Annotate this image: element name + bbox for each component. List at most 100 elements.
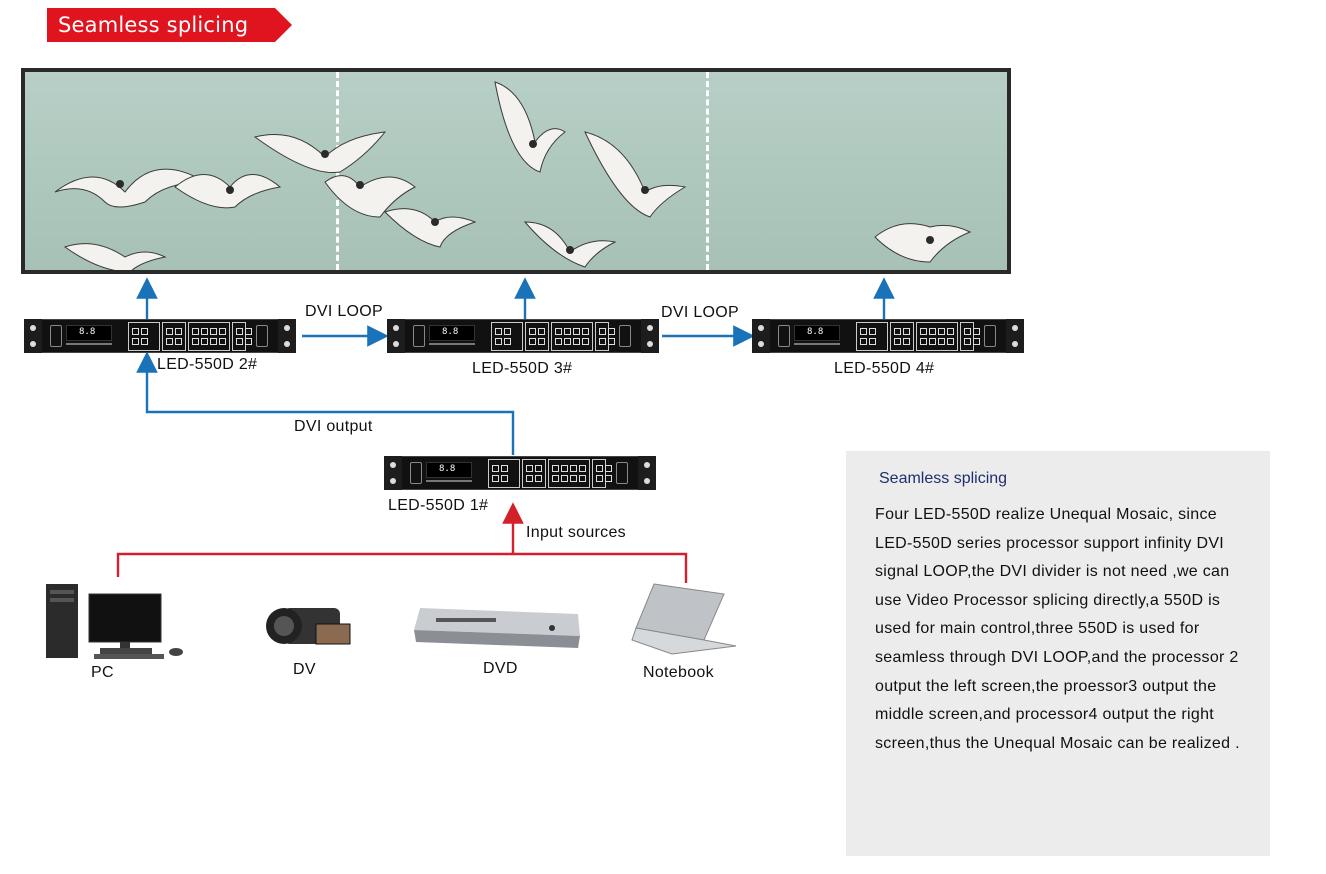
panel-button-icon — [495, 338, 502, 345]
input-sources-label: Input sources — [526, 524, 626, 541]
led-display: 8.8 — [66, 325, 112, 341]
source-label: PC — [91, 664, 114, 681]
panel-button-icon — [579, 475, 586, 482]
panel-button-icon — [964, 328, 971, 335]
panel-button-icon — [573, 338, 580, 345]
panel-button-icon — [920, 328, 927, 335]
brand-strip — [429, 343, 475, 345]
panel-button-icon — [132, 338, 139, 345]
brand-strip — [426, 480, 472, 482]
panel-button-icon — [599, 328, 606, 335]
panel-button-icon — [605, 465, 612, 472]
panel-button-icon — [564, 328, 571, 335]
panel-button-icon — [175, 338, 182, 345]
splice-divider — [706, 72, 709, 270]
panel-button-icon — [538, 338, 545, 345]
panel-button-icon — [555, 338, 562, 345]
panel-button-icon — [132, 328, 139, 335]
panel-button-icon — [219, 338, 226, 345]
button-panel — [960, 322, 980, 351]
panel-button-icon — [236, 338, 243, 345]
dvi-output-arrow — [136, 351, 515, 455]
display-readout: 8.8 — [79, 327, 96, 337]
button-panel — [551, 322, 593, 351]
panel-button-icon — [192, 328, 199, 335]
processor-led-550d-2: 8.8 — [24, 319, 296, 353]
button-panel — [522, 459, 546, 488]
panel-button-icon — [504, 338, 511, 345]
panel-button-icon — [596, 465, 603, 472]
panel-button-icon — [192, 338, 199, 345]
panel-button-icon — [938, 338, 945, 345]
panel-button-icon — [201, 328, 208, 335]
display-readout: 8.8 — [439, 464, 456, 474]
rack-ear — [638, 456, 656, 490]
device-label: LED-550D 3# — [472, 360, 573, 377]
panel-button-icon — [894, 328, 901, 335]
source-label: DV — [293, 661, 316, 678]
panel-button-icon — [495, 328, 502, 335]
power-switch-icon — [778, 325, 790, 347]
panel-button-icon — [570, 465, 577, 472]
panel-button-icon — [947, 328, 954, 335]
display-readout: 8.8 — [807, 327, 824, 337]
rack-ear — [384, 456, 402, 490]
rack-ear — [752, 319, 770, 353]
panel-button-icon — [166, 338, 173, 345]
panel-button-icon — [529, 338, 536, 345]
button-panel — [595, 322, 615, 351]
usb-port-icon — [616, 462, 628, 484]
panel-button-icon — [492, 475, 499, 482]
panel-button-icon — [860, 338, 867, 345]
dvi-output-label: DVI output — [294, 418, 373, 435]
power-switch-icon — [50, 325, 62, 347]
usb-port-icon — [984, 325, 996, 347]
panel-button-icon — [201, 338, 208, 345]
pc-icon — [46, 584, 183, 659]
led-display: 8.8 — [794, 325, 840, 341]
led-display: 8.8 — [426, 462, 472, 478]
source-label: Notebook — [643, 664, 714, 681]
panel-button-icon — [245, 338, 252, 345]
panel-button-icon — [973, 338, 980, 345]
panel-button-icon — [608, 338, 615, 345]
usb-port-icon — [619, 325, 631, 347]
panel-button-icon — [599, 338, 606, 345]
panel-button-icon — [973, 328, 980, 335]
rack-ear — [387, 319, 405, 353]
panel-button-icon — [141, 328, 148, 335]
panel-button-icon — [555, 328, 562, 335]
panel-button-icon — [141, 338, 148, 345]
usb-port-icon — [256, 325, 268, 347]
title-ribbon — [47, 8, 292, 42]
button-panel — [128, 322, 160, 351]
button-panel — [188, 322, 230, 351]
panel-button-icon — [501, 475, 508, 482]
button-panel — [916, 322, 958, 351]
panel-button-icon — [552, 465, 559, 472]
panel-button-icon — [564, 338, 571, 345]
panel-button-icon — [236, 328, 243, 335]
button-panel — [488, 459, 520, 488]
rack-ear — [1006, 319, 1024, 353]
panel-button-icon — [535, 475, 542, 482]
source-label: DVD — [483, 660, 518, 677]
camcorder-icon — [266, 608, 351, 645]
dvi-loop-label: DVI LOOP — [305, 303, 383, 320]
panel-button-icon — [552, 475, 559, 482]
page-title: Seamless splicing — [58, 13, 249, 37]
button-panel — [162, 322, 186, 351]
panel-button-icon — [561, 465, 568, 472]
panel-button-icon — [538, 328, 545, 335]
panel-button-icon — [210, 328, 217, 335]
panel-button-icon — [869, 338, 876, 345]
panel-button-icon — [938, 328, 945, 335]
rack-ear — [24, 319, 42, 353]
button-panel — [232, 322, 252, 351]
button-panel — [592, 459, 612, 488]
panel-button-icon — [582, 328, 589, 335]
panel-button-icon — [166, 328, 173, 335]
display-readout: 8.8 — [442, 327, 459, 337]
panel-button-icon — [929, 338, 936, 345]
